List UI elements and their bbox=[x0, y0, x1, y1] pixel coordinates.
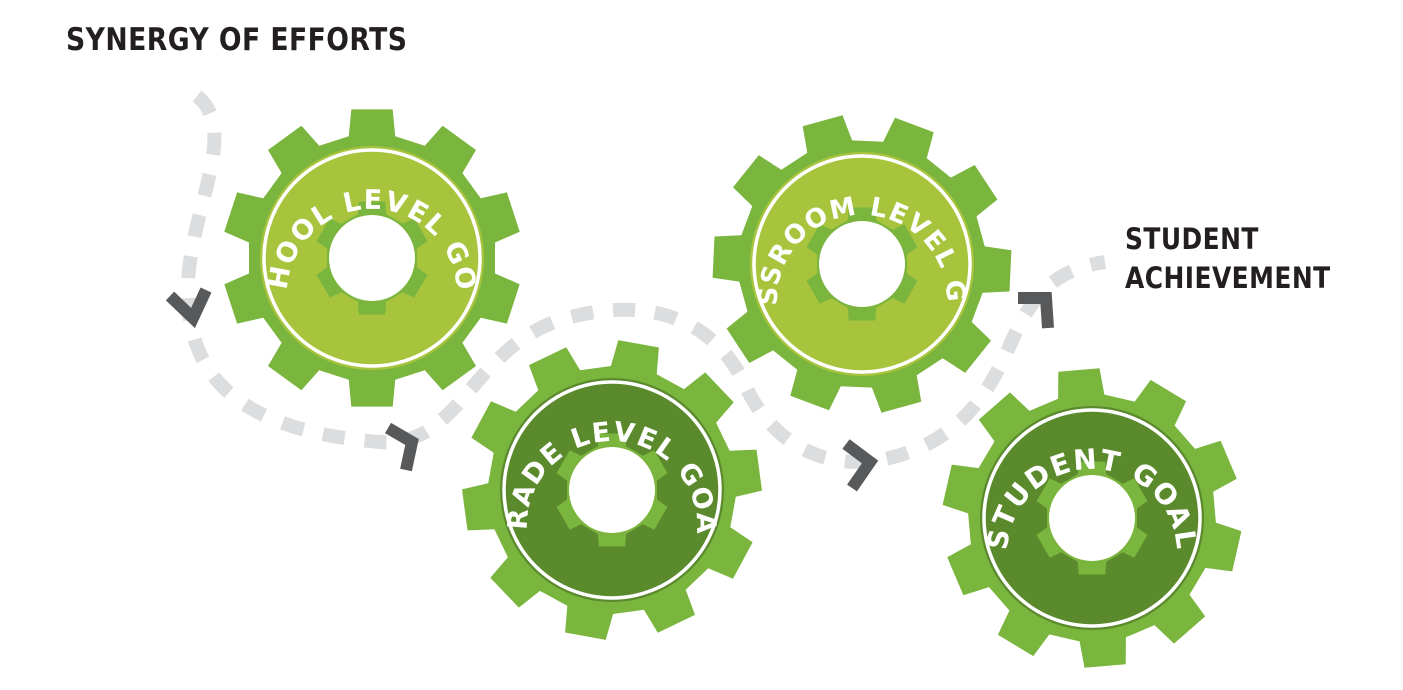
gear-ring bbox=[752, 154, 972, 374]
chevron-arrow-icon bbox=[165, 287, 212, 329]
gear-ring bbox=[502, 380, 722, 600]
gear-ring bbox=[982, 408, 1202, 628]
chevron-arrow-icon bbox=[1018, 292, 1054, 329]
gear-hole bbox=[329, 215, 415, 301]
student-goal-gear: STUDENT GOAL bbox=[942, 368, 1242, 668]
diagram-title: SYNERGY OF EFFORTS bbox=[66, 22, 408, 58]
gear-hole bbox=[1049, 475, 1135, 561]
student-achievement-line-1: STUDENT bbox=[1125, 222, 1259, 256]
gear-hole bbox=[819, 221, 905, 307]
chevron-arrow-icon bbox=[384, 422, 419, 472]
student-achievement-label: STUDENT ACHIEVEMENT bbox=[1125, 220, 1331, 298]
school-level-goal-gear: SCHOOL LEVEL GOAL bbox=[0, 0, 520, 407]
student-achievement-line-2: ACHIEVEMENT bbox=[1125, 261, 1331, 295]
gear-hole bbox=[569, 447, 655, 533]
chevron-arrow-icon bbox=[842, 439, 879, 492]
gear-ring bbox=[262, 148, 482, 368]
